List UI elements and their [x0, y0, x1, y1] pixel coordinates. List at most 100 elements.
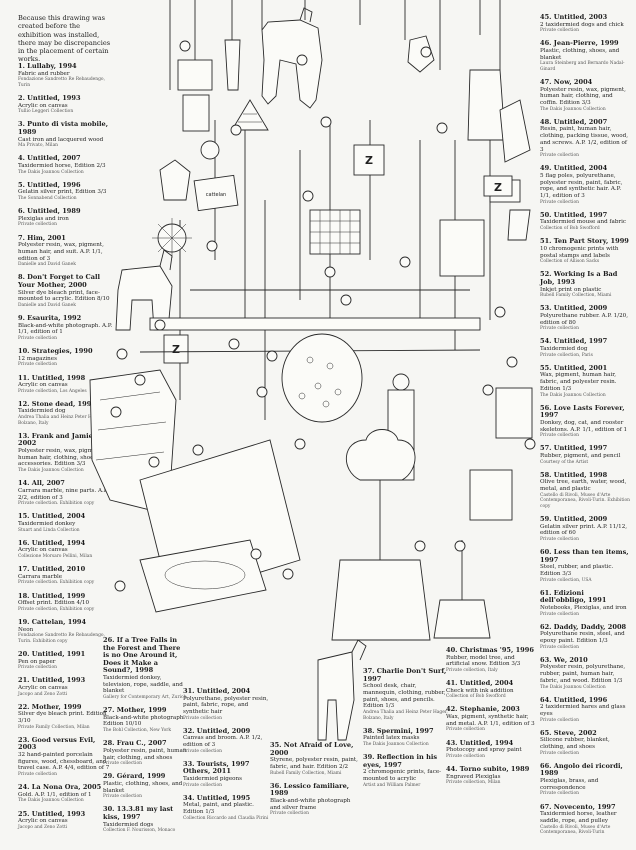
item-number-tags — [110, 40, 536, 592]
intro-note: Because this drawing was created before … — [18, 14, 111, 64]
entry-title: 21. Untitled, 1993 — [18, 676, 86, 685]
entry-credit: Private collection — [540, 717, 579, 723]
entry-title: 28. Frau C., 2007 — [103, 739, 167, 748]
entry-materials: Polyester resin, polyurethane, rubber, p… — [540, 664, 626, 684]
entry-credit: Private collection — [18, 665, 57, 671]
entry-materials: Gelatin silver print, Edition 3/3 — [18, 189, 107, 196]
entry-materials: Gold. A.P. 1/1, edition of 1 — [18, 791, 92, 798]
entry-credit: Private collection — [103, 761, 142, 767]
entry-credit: Danielle and David Ganek — [18, 302, 76, 308]
entry-title: 6. Untitled, 1989 — [18, 207, 81, 216]
entry-credit: The Dakis Joannou Collection — [18, 468, 84, 474]
entry-title: 10. Strategies, 1990 — [18, 347, 93, 356]
entry-title: 37. Charlie Don't Surf, 1997 — [363, 667, 447, 683]
entry-materials: 2 taxidermied dogs and chick — [540, 21, 624, 28]
entry-materials: Steel, rubber, and plastic. Edition 3/3 — [540, 564, 614, 577]
entry-materials: Wax, pigment, synthetic hair, and metal.… — [446, 714, 535, 727]
entry-materials: Acrylic on canvas — [18, 547, 68, 554]
entry-title: 42. Stephanie, 2003 — [446, 705, 520, 714]
entry-credit: Private collection — [540, 750, 579, 756]
entry-credit: The Bohl Collection, New York — [103, 728, 172, 734]
hanging-figures-left — [159, 39, 241, 201]
grid-panel — [309, 209, 361, 255]
entry-materials: Canvas and broom. A.P. 1/2, edition of 3 — [183, 735, 263, 749]
entry-materials: Painted latex masks — [363, 735, 420, 742]
entry-materials: Acrylic on canvas — [18, 382, 68, 389]
hanging-figures-right — [407, 35, 531, 241]
entry-credit: Gallery for Contemporary Art, Zurich — [103, 695, 187, 701]
entry-credit: Private collection — [183, 782, 222, 788]
chess-figures-pyramid — [231, 99, 269, 131]
entry-materials: Taxidermied donkey — [18, 520, 76, 527]
entry-credit: The Dakis Joannou Collection — [18, 169, 84, 175]
entry-materials: Polyester resin, wax, pigment, human hai… — [18, 242, 104, 262]
suspension-wires — [169, 0, 501, 420]
cattelan-neon: cattelan — [193, 174, 239, 212]
entry-materials: Donkey, dog, cat, and rooster skeletons.… — [540, 419, 628, 433]
easel-panels-right — [439, 219, 533, 521]
entry-materials: Polyester resin, wax, pigment, human hai… — [540, 86, 626, 107]
entry-title: 25. Untitled, 1993 — [18, 809, 86, 818]
entry-title: 55. Untitled, 2001 — [540, 363, 608, 372]
entry-credit: Collezione Morsaro Pellini, Milan — [18, 554, 93, 560]
entry-materials: Cast iron and lacquered wood — [18, 136, 104, 143]
entry-credit: Collection of Bob Swofford — [540, 226, 600, 232]
entry-credit: Rubell Family Collection, Miami — [270, 770, 342, 776]
entry-credit: Private collection — [18, 336, 57, 342]
entry-materials: Silver dye bleach print, face-mounted to… — [18, 289, 110, 303]
entry-materials: Black-and-white photograph. Edition 10/1… — [103, 714, 186, 728]
horse-figure-bottom — [317, 639, 367, 741]
svg-text:Z: Z — [494, 181, 502, 194]
entry-credit: Artist and William Palmer — [363, 782, 421, 788]
entry-materials: Check with ink addition — [446, 687, 514, 694]
starburst-sculpture — [152, 218, 192, 258]
entry-title: 31. Untitled, 2004 — [183, 687, 251, 695]
z-signs: Z Z Z — [163, 144, 513, 364]
entry-credit: Private collection, USA — [540, 577, 592, 583]
entry-credit: Private collection, Paris — [540, 352, 593, 358]
entry-title: 61. Edizioni dell'obbligo, 1991 — [540, 588, 607, 605]
entry-materials: Polyurethane, polyester resin, paint, fa… — [183, 695, 269, 715]
entry-credit: Private collection — [540, 536, 579, 542]
entry-title: 27. Mother, 1999 — [103, 706, 167, 715]
entry-credit: Private collection — [183, 748, 222, 754]
entry-credit: Ma Privato, Milan — [18, 143, 59, 149]
entry-title: 24. La Nona Ora, 2005 — [18, 783, 102, 792]
entry-materials: Black-and-white photograph. A.P. 1/1, ed… — [18, 322, 113, 336]
entry-title: 12. Stone dead, 1997 — [18, 399, 96, 408]
entry-materials: Taxidermied dog — [540, 346, 588, 353]
coffin-sculpture — [139, 539, 267, 613]
entry-materials: Wax, pigment, human hair, fabric, and po… — [540, 372, 617, 392]
entry-materials: Plexiglas, brass, and correspondence — [540, 778, 599, 791]
entry-credit: The Dakis Joannou Collection — [540, 106, 606, 112]
entry-materials: Pen on paper — [18, 658, 56, 665]
entry-credit: Courtesy of the Artist — [540, 459, 589, 465]
entry-materials: 2 chromogenic prints, face-mounted to ac… — [363, 769, 442, 782]
entry-materials: Acrylic on canvas — [18, 818, 68, 825]
entry-materials: Acrylic on canvas — [18, 684, 68, 691]
entry-title: 17. Untitled, 2010 — [18, 565, 86, 574]
entry-credit: Private collection, Los Angeles — [18, 388, 87, 394]
hanging-horse — [261, 7, 323, 109]
entry-materials: 2 taxidermied hares and glass eyes — [540, 704, 626, 717]
